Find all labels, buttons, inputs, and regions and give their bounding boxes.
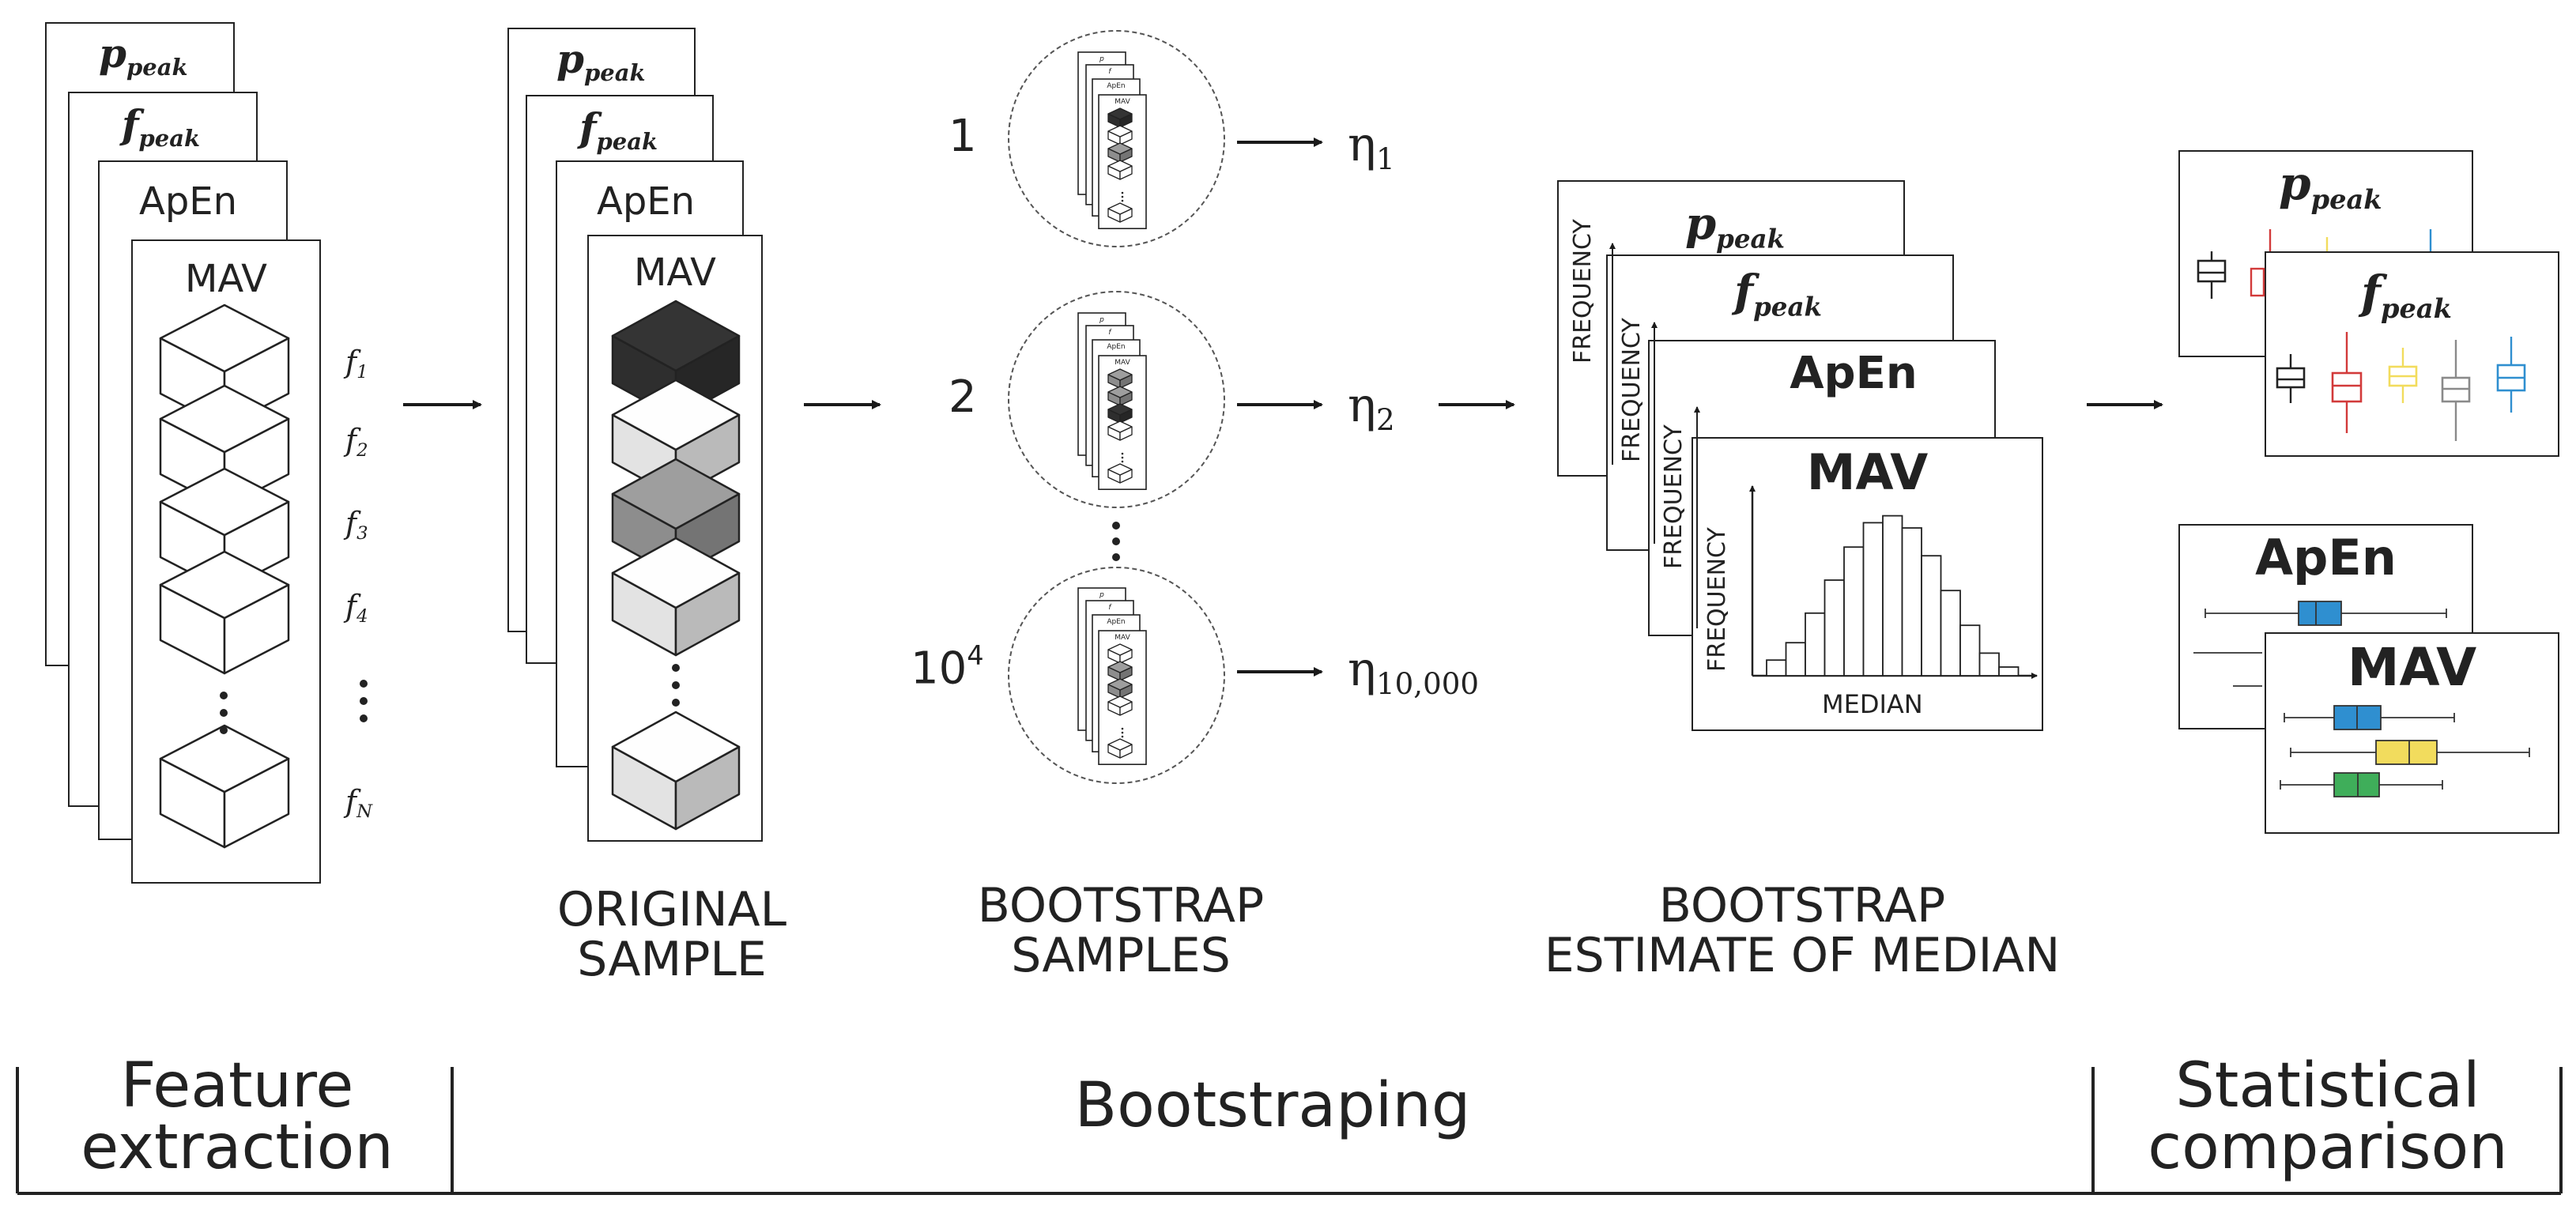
bootstrap-sample-1 bbox=[1008, 30, 1225, 247]
frame-label-f3: f3 bbox=[345, 506, 368, 544]
card-mav: MAV bbox=[131, 239, 321, 884]
cmp-ppeak-label: ppeak bbox=[2279, 156, 2382, 215]
hist-ppeak-label: ppeak bbox=[1685, 198, 1786, 254]
caption-est-line1: BOOTSTRAP bbox=[1658, 878, 1946, 933]
eta-2: η2 bbox=[1348, 378, 1395, 438]
bootstrap-index-2: 2 bbox=[949, 371, 977, 423]
ellipsis-dot bbox=[360, 680, 368, 688]
frame-label-fN: fN bbox=[345, 784, 373, 822]
phase-feature-line1: Feature bbox=[120, 1050, 354, 1121]
orig-fpeak-label: fpeak bbox=[579, 104, 658, 156]
apen-label: ApEn bbox=[139, 179, 238, 224]
ellipsis-dot bbox=[360, 714, 368, 722]
caption-original-line1: ORIGINAL bbox=[556, 882, 787, 937]
hist-ylabel-2: FREQUENCY bbox=[1618, 318, 1646, 462]
caption-bootstrap-samples: BOOTSTRAP SAMPLES bbox=[963, 881, 1279, 981]
orig-card-mav: MAV bbox=[587, 235, 763, 842]
ellipsis-dot bbox=[1112, 553, 1120, 561]
ellipsis-dot bbox=[360, 697, 368, 705]
cmp-mav-label: MAV bbox=[2347, 637, 2477, 698]
caption-estimate: BOOTSTRAP ESTIMATE OF MEDIAN bbox=[1502, 881, 2103, 981]
hist-xlabel: MEDIAN bbox=[1822, 689, 1923, 719]
bootstrap-index-1: 1 bbox=[949, 111, 977, 162]
orig-apen-label: ApEn bbox=[597, 179, 696, 224]
bootstrap-sample-n bbox=[1008, 567, 1225, 784]
phase-bootstrapping: Bootstraping bbox=[1074, 1070, 1471, 1141]
cmp-card-fpeak: fpeak bbox=[2265, 251, 2559, 457]
cmp-card-mav: MAV bbox=[2265, 632, 2559, 834]
orig-mav-label: MAV bbox=[633, 251, 716, 295]
ellipsis-dot bbox=[1112, 522, 1120, 530]
phase-feature-line2: extraction bbox=[81, 1112, 394, 1183]
ellipsis-dot bbox=[1112, 537, 1120, 545]
hist-fpeak-label: fpeak bbox=[1734, 266, 1822, 322]
frame-label-f4: f4 bbox=[345, 589, 368, 627]
frame-label-f2: f2 bbox=[345, 423, 368, 461]
fpeak-label: fpeak bbox=[122, 101, 201, 153]
frame-label-f1: f1 bbox=[345, 345, 368, 383]
eta-1: η1 bbox=[1348, 117, 1395, 177]
phase-feature-extraction: Feature extraction bbox=[24, 1055, 451, 1178]
hist-ylabel-3: FREQUENCY bbox=[1660, 424, 1688, 569]
caption-boot-line1: BOOTSTRAP bbox=[977, 878, 1265, 933]
mav-label: MAV bbox=[184, 257, 267, 301]
eta-n: η10,000 bbox=[1348, 642, 1480, 702]
caption-est-line2: ESTIMATE OF MEDIAN bbox=[1544, 928, 2061, 983]
orig-ppeak-label: ppeak bbox=[556, 36, 646, 87]
hist-ylabel-4: FREQUENCY bbox=[1703, 527, 1731, 672]
phase-stat-line1: Statistical bbox=[2175, 1050, 2480, 1121]
hist-ylabel-1: FREQUENCY bbox=[1569, 219, 1597, 364]
caption-boot-line2: SAMPLES bbox=[1011, 928, 1231, 983]
phase-statistical-comparison: Statistical comparison bbox=[2095, 1055, 2561, 1178]
hist-apen-label: ApEn bbox=[1790, 348, 1918, 399]
hist-card-mav: MAV bbox=[1692, 437, 2043, 731]
ppeak-label: ppeak bbox=[99, 30, 188, 81]
bootstrap-index-n: 104 bbox=[911, 640, 984, 695]
caption-original: ORIGINAL SAMPLE bbox=[553, 885, 790, 985]
bootstrap-sample-2 bbox=[1008, 291, 1225, 508]
cmp-fpeak-label: fpeak bbox=[2361, 266, 2452, 324]
hist-mav-label: MAV bbox=[1806, 443, 1929, 501]
caption-original-line2: SAMPLE bbox=[577, 932, 767, 987]
cmp-apen-label: ApEn bbox=[2255, 529, 2397, 586]
phase-stat-line2: comparison bbox=[2148, 1112, 2508, 1183]
